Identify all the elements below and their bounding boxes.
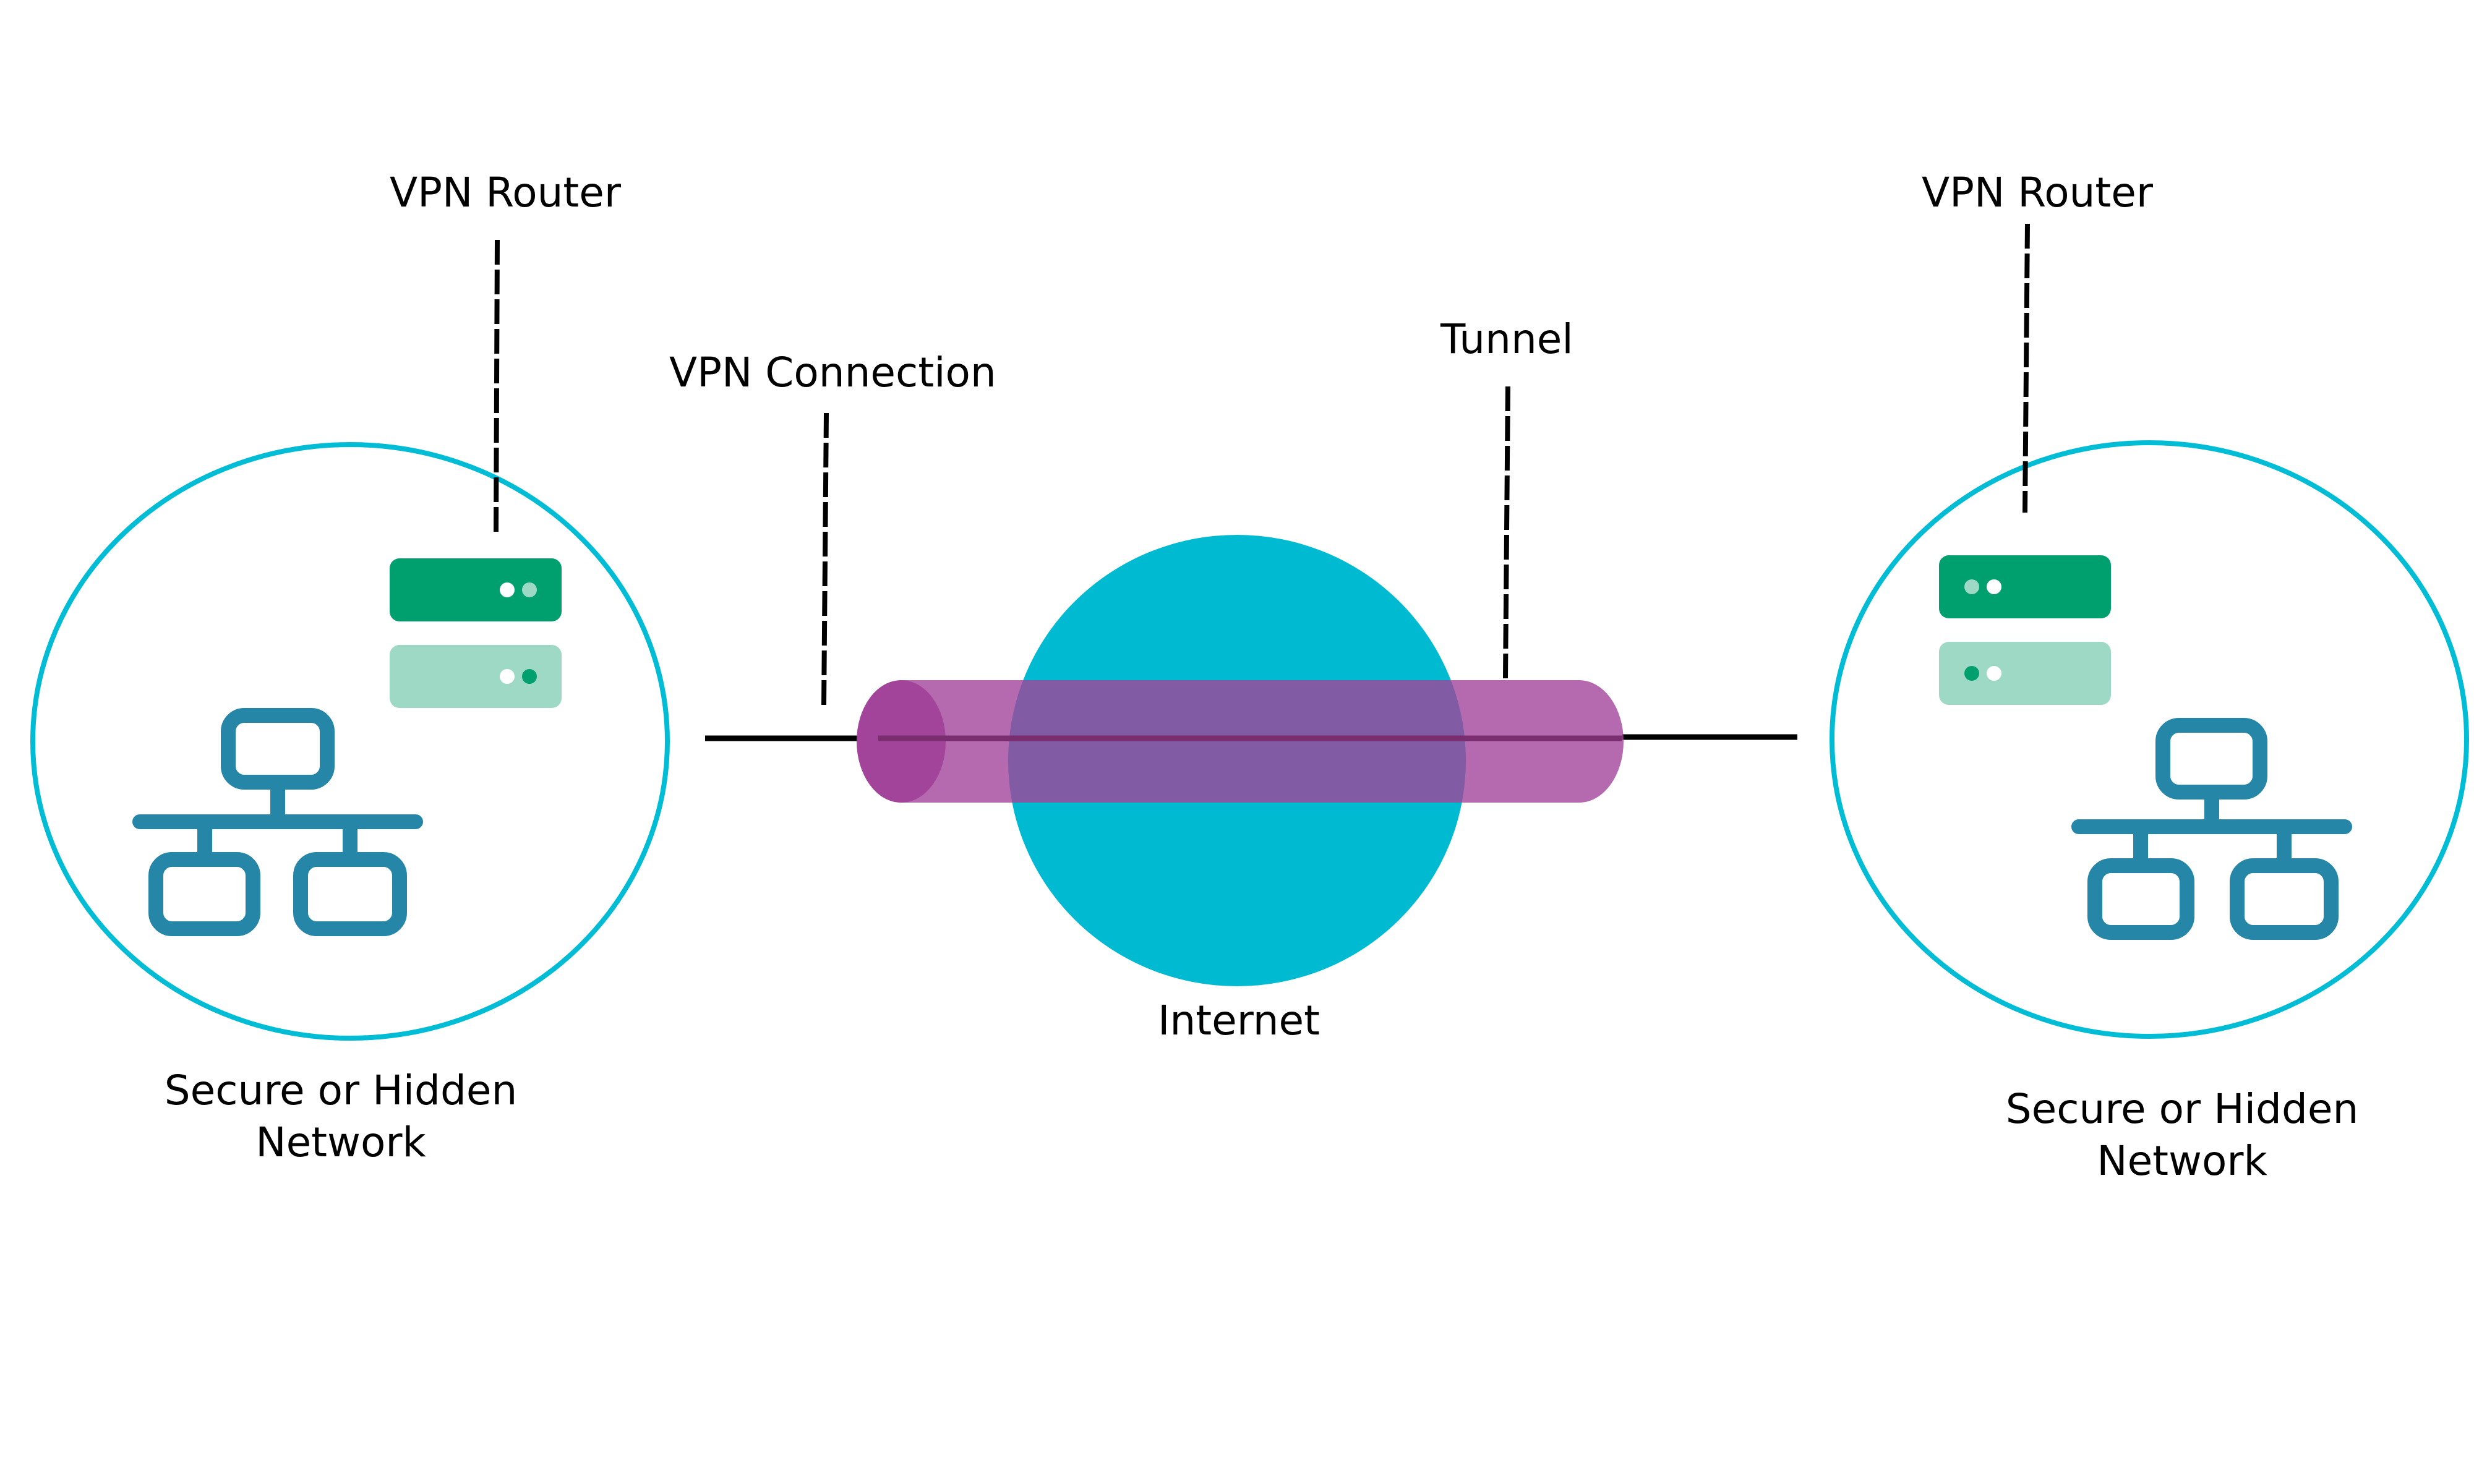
router-led <box>522 582 537 597</box>
router-left-unit-top <box>390 558 562 621</box>
server-rack-icon <box>1939 555 2111 705</box>
label-network-right-2: Network <box>2097 1137 2267 1185</box>
leader-router-left <box>494 239 500 532</box>
router-led <box>1987 666 2001 681</box>
router-right-unit-top <box>1939 555 2111 618</box>
label-network-right-1: Secure or Hidden <box>2006 1085 2359 1133</box>
router-led <box>1987 579 2001 594</box>
tunnel-body <box>901 680 1624 803</box>
router-led <box>500 582 515 597</box>
leader-router-right <box>2022 223 2030 513</box>
router-led <box>522 669 537 684</box>
label-network-left-2: Network <box>255 1119 426 1166</box>
label-network-left-1: Secure or Hidden <box>165 1067 518 1114</box>
label-internet: Internet <box>1158 997 1320 1044</box>
router-right-unit-bottom <box>1939 642 2111 705</box>
network-topology-icon <box>2071 718 2352 940</box>
router-led <box>1964 579 1979 594</box>
label-router-left: VPN Router <box>390 169 622 216</box>
network-topology-icon <box>132 708 423 936</box>
router-led <box>500 669 515 684</box>
label-tunnel: Tunnel <box>1440 315 1573 363</box>
label-vpn-connection: VPN Connection <box>669 349 996 396</box>
router-left-unit-bottom <box>390 645 562 708</box>
left-network-ring <box>30 442 670 1041</box>
right-network-ring <box>1830 440 2469 1039</box>
leader-vpn-connection <box>821 412 829 706</box>
tunnel-cap <box>857 680 946 803</box>
leader-tunnel <box>1503 386 1510 679</box>
server-rack-icon <box>390 558 562 708</box>
router-led <box>1964 666 1979 681</box>
label-router-right: VPN Router <box>1922 169 2154 216</box>
tunnel <box>857 680 1624 803</box>
